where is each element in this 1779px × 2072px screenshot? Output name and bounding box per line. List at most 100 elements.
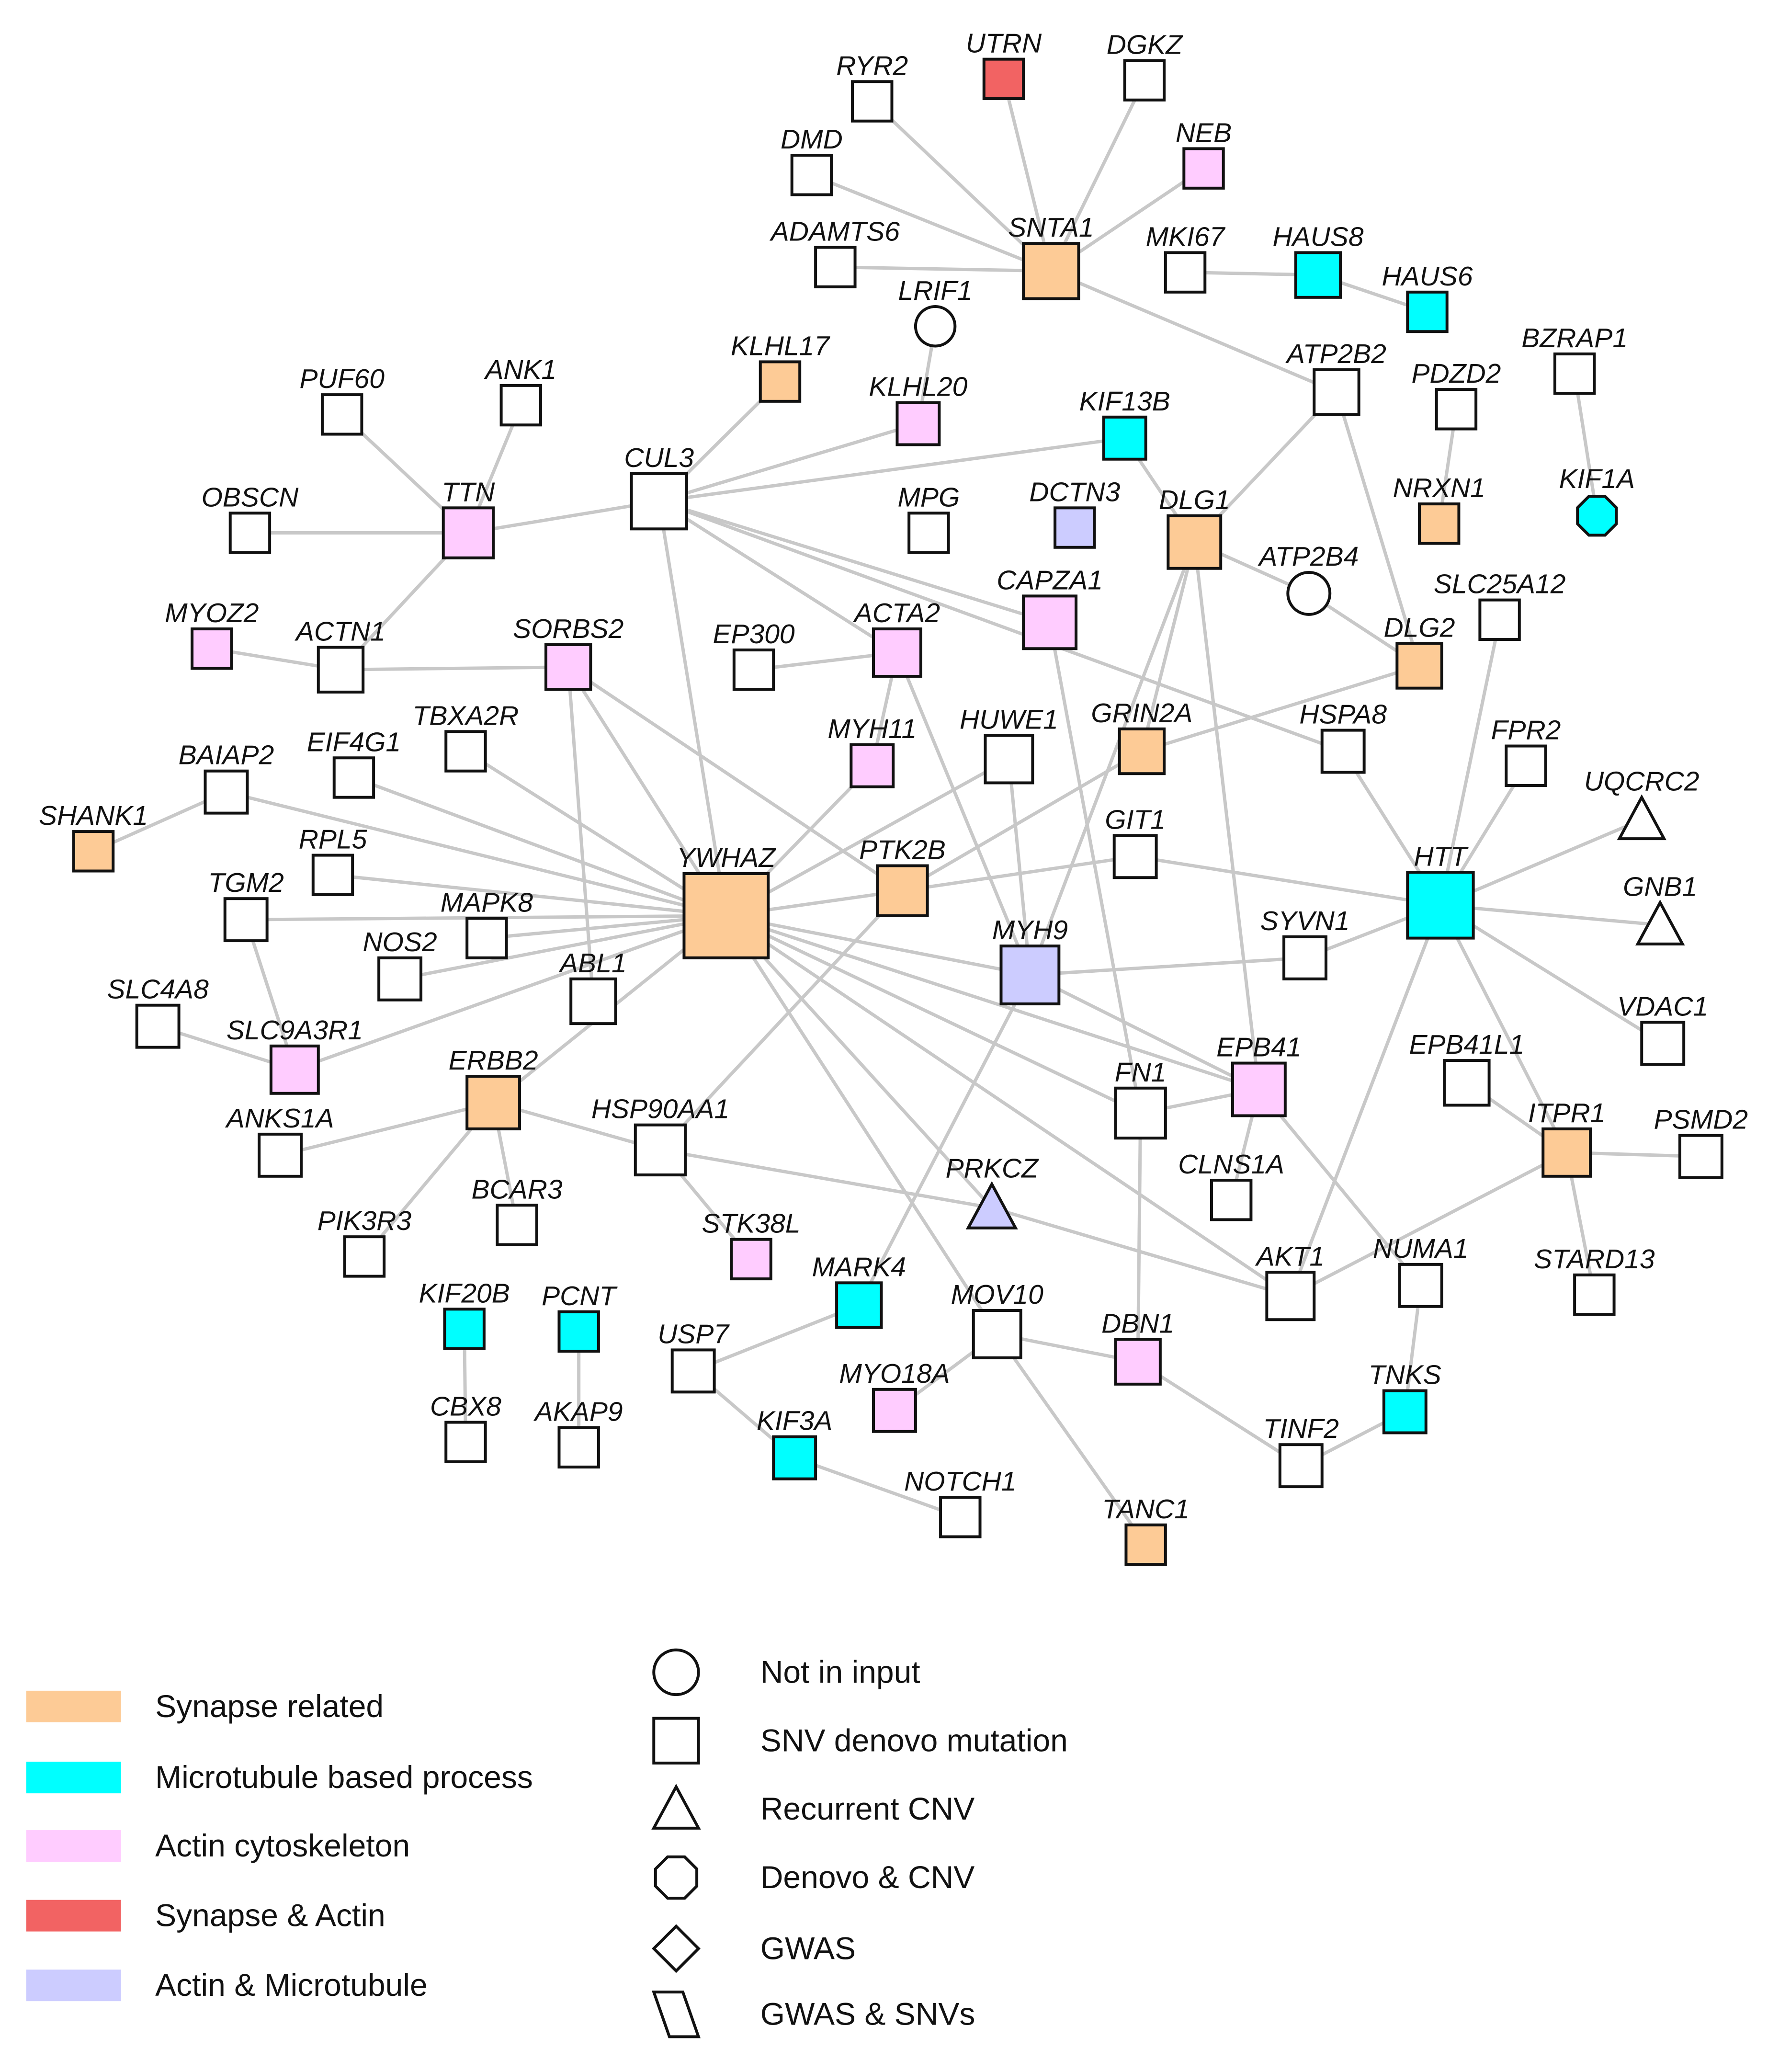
gene-node-huwe1[interactable]: HUWE1 bbox=[960, 705, 1058, 785]
gene-node-myh11[interactable]: MYH11 bbox=[827, 714, 917, 788]
legend-color-item-actin: Actin cytoskeleton bbox=[26, 1828, 410, 1863]
gene-node-htt[interactable]: HTT bbox=[1406, 841, 1475, 940]
gene-node-grin2a[interactable]: GRIN2A bbox=[1091, 698, 1193, 775]
gene-node-tanc1[interactable]: TANC1 bbox=[1102, 1494, 1190, 1566]
gene-node-kif1a[interactable]: KIF1A bbox=[1559, 464, 1635, 537]
gene-node-numa1[interactable]: NUMA1 bbox=[1373, 1233, 1469, 1308]
gene-node-ep300[interactable]: EP300 bbox=[713, 619, 795, 691]
gene-node-atp2b2[interactable]: ATP2B2 bbox=[1285, 339, 1386, 416]
gene-node-ank1[interactable]: ANK1 bbox=[484, 354, 556, 427]
gene-node-hsp90aa1[interactable]: HSP90AA1 bbox=[591, 1094, 729, 1177]
gene-node-epb41[interactable]: EPB41 bbox=[1216, 1032, 1302, 1117]
gene-node-baiap2[interactable]: BAIAP2 bbox=[179, 740, 274, 815]
gene-node-fpr2[interactable]: FPR2 bbox=[1491, 715, 1561, 787]
gene-node-abl1[interactable]: ABL1 bbox=[558, 948, 627, 1025]
legend-color-swatch bbox=[26, 1970, 121, 2002]
gene-node-nrxn1[interactable]: NRXN1 bbox=[1393, 473, 1485, 545]
gene-node-epb41l1[interactable]: EPB41L1 bbox=[1409, 1029, 1524, 1107]
gene-node-klhl17[interactable]: KLHL17 bbox=[731, 330, 830, 403]
gene-node-erbb2[interactable]: ERBB2 bbox=[449, 1045, 538, 1130]
gene-node-pcnt[interactable]: PCNT bbox=[542, 1281, 618, 1353]
gene-node-git1[interactable]: GIT1 bbox=[1105, 804, 1166, 879]
gene-node-slc25a12[interactable]: SLC25A12 bbox=[1434, 569, 1566, 641]
gene-node-slc4a8[interactable]: SLC4A8 bbox=[107, 974, 209, 1049]
gene-node-snta1[interactable]: SNTA1 bbox=[1008, 212, 1094, 300]
gene-node-gnb1[interactable]: GNB1 bbox=[1623, 871, 1697, 945]
gene-node-cul3[interactable]: CUL3 bbox=[624, 443, 694, 531]
gene-node-anks1a[interactable]: ANKS1A bbox=[225, 1103, 334, 1178]
gene-node-syvn1[interactable]: SYVN1 bbox=[1260, 906, 1350, 980]
gene-node-haus6[interactable]: HAUS6 bbox=[1382, 261, 1473, 333]
gene-node-ryr2[interactable]: RYR2 bbox=[836, 50, 908, 123]
gene-node-akt1[interactable]: AKT1 bbox=[1255, 1241, 1325, 1321]
gene-node-haus8[interactable]: HAUS8 bbox=[1272, 221, 1364, 299]
gene-node-mapk8[interactable]: MAPK8 bbox=[441, 887, 533, 959]
gene-node-eif4g1[interactable]: EIF4G1 bbox=[307, 727, 401, 799]
gene-node-bzrap1[interactable]: BZRAP1 bbox=[1521, 323, 1628, 395]
gene-node-tbxa2r[interactable]: TBXA2R bbox=[413, 700, 519, 773]
gene-node-mark4[interactable]: MARK4 bbox=[812, 1252, 906, 1329]
gene-node-bcar3[interactable]: BCAR3 bbox=[472, 1174, 563, 1246]
gene-node-acta2[interactable]: ACTA2 bbox=[853, 598, 940, 678]
gene-node-triangle-shape bbox=[1635, 899, 1685, 945]
gene-node-dlg2[interactable]: DLG2 bbox=[1384, 612, 1455, 690]
gene-node-mpg[interactable]: MPG bbox=[897, 482, 960, 554]
gene-node-slc9a3r1[interactable]: SLC9A3R1 bbox=[227, 1015, 363, 1095]
gene-node-hspa8[interactable]: HSPA8 bbox=[1299, 699, 1387, 774]
edge-kif3a-notch1 bbox=[794, 1456, 961, 1519]
gene-node-ttn[interactable]: TTN bbox=[442, 477, 496, 559]
edge-ryr2-snta1 bbox=[871, 100, 1053, 273]
gene-node-itpr1[interactable]: ITPR1 bbox=[1528, 1098, 1606, 1178]
gene-node-dbn1[interactable]: DBN1 bbox=[1101, 1308, 1174, 1386]
gene-node-actn1[interactable]: ACTN1 bbox=[295, 616, 385, 694]
gene-node-kif20b[interactable]: KIF20B bbox=[419, 1278, 510, 1350]
gene-node-tnks[interactable]: TNKS bbox=[1369, 1360, 1441, 1434]
gene-node-rpl5[interactable]: RPL5 bbox=[299, 824, 367, 896]
gene-node-dgkz[interactable]: DGKZ bbox=[1107, 29, 1184, 102]
gene-node-stard13[interactable]: STARD13 bbox=[1534, 1244, 1655, 1316]
gene-node-fn1[interactable]: FN1 bbox=[1114, 1057, 1167, 1140]
gene-node-cbx8[interactable]: CBX8 bbox=[430, 1391, 501, 1463]
gene-node-atp2b4[interactable]: ATP2B4 bbox=[1258, 541, 1359, 616]
legend-shape-label: SNV denovo mutation bbox=[760, 1722, 1068, 1758]
gene-node-utrn[interactable]: UTRN bbox=[966, 28, 1042, 101]
gene-node-mki67[interactable]: MKI67 bbox=[1146, 221, 1226, 294]
gene-node-ywhaz[interactable]: YWHAZ bbox=[677, 842, 776, 959]
gene-node-stk38l[interactable]: STK38L bbox=[702, 1208, 801, 1281]
gene-node-akap9[interactable]: AKAP9 bbox=[533, 1396, 623, 1469]
gene-node-vdac1[interactable]: VDAC1 bbox=[1617, 991, 1708, 1066]
gene-node-nos2[interactable]: NOS2 bbox=[363, 927, 437, 1002]
gene-node-neb[interactable]: NEB bbox=[1176, 117, 1232, 190]
gene-node-pdzd2[interactable]: PDZD2 bbox=[1411, 358, 1501, 431]
gene-node-kif13b[interactable]: KIF13B bbox=[1079, 386, 1170, 461]
gene-node-puf60[interactable]: PUF60 bbox=[300, 364, 385, 436]
legend-color-label: Actin & Microtubule bbox=[155, 1967, 428, 2003]
gene-node-mov10[interactable]: MOV10 bbox=[951, 1279, 1044, 1359]
gene-node-dctn3[interactable]: DCTN3 bbox=[1029, 477, 1121, 549]
gene-node-dmd[interactable]: DMD bbox=[781, 124, 843, 196]
gene-node-pik3r3[interactable]: PIK3R3 bbox=[317, 1206, 412, 1278]
gene-node-prkcz[interactable]: PRKCZ bbox=[946, 1153, 1039, 1230]
gene-node-dlg1[interactable]: DLG1 bbox=[1159, 485, 1230, 570]
gene-node-myoz2[interactable]: MYOZ2 bbox=[165, 598, 259, 670]
gene-node-usp7[interactable]: USP7 bbox=[657, 1319, 730, 1394]
gene-node-myo18a[interactable]: MYO18A bbox=[839, 1358, 950, 1433]
gene-node-psmd2[interactable]: PSMD2 bbox=[1654, 1104, 1748, 1179]
gene-label: RPL5 bbox=[299, 824, 367, 855]
gene-node-clns1a[interactable]: CLNS1A bbox=[1178, 1149, 1284, 1221]
gene-node-capza1[interactable]: CAPZA1 bbox=[997, 565, 1103, 650]
gene-node-adamts6[interactable]: ADAMTS6 bbox=[770, 216, 900, 288]
gene-node-shank1[interactable]: SHANK1 bbox=[39, 800, 148, 873]
gene-node-klhl20[interactable]: KLHL20 bbox=[869, 372, 968, 446]
gene-node-myh9[interactable]: MYH9 bbox=[992, 915, 1068, 1005]
gene-node-ptk2b[interactable]: PTK2B bbox=[859, 835, 946, 917]
gene-node-tgm2[interactable]: TGM2 bbox=[208, 867, 284, 943]
gene-node-square-shape bbox=[732, 649, 775, 691]
gene-node-notch1[interactable]: NOTCH1 bbox=[904, 1466, 1016, 1538]
gene-node-sorbs2[interactable]: SORBS2 bbox=[513, 614, 623, 691]
gene-node-uqcrc2[interactable]: UQCRC2 bbox=[1584, 766, 1700, 841]
gene-node-tinf2[interactable]: TINF2 bbox=[1263, 1413, 1339, 1489]
gene-node-obscn[interactable]: OBSCN bbox=[202, 482, 299, 554]
gene-node-kif3a[interactable]: KIF3A bbox=[757, 1406, 832, 1480]
gene-node-lrif1[interactable]: LRIF1 bbox=[898, 275, 973, 348]
